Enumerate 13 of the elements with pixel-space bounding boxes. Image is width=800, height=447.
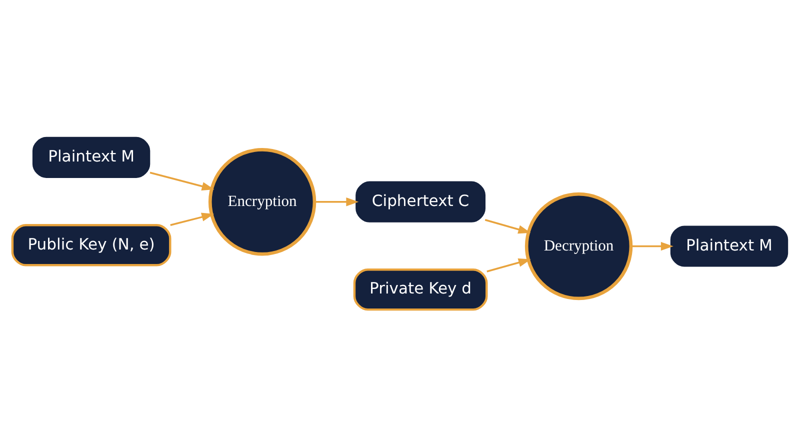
node-box: Ciphertext C xyxy=(356,181,486,222)
node-circle: Encryption xyxy=(208,148,316,256)
arrow xyxy=(314,197,359,206)
arrow xyxy=(486,258,531,272)
arrow xyxy=(631,242,674,251)
node-box: Public Key (N, e) xyxy=(11,224,172,266)
node-circle: Decryption xyxy=(524,192,633,300)
node-box: Plaintext M xyxy=(670,226,788,267)
node-box: Private Key d xyxy=(353,268,488,311)
node-box: Plaintext M xyxy=(32,136,150,178)
arrow xyxy=(484,219,531,234)
arrow xyxy=(170,212,214,226)
arrow xyxy=(150,172,214,191)
